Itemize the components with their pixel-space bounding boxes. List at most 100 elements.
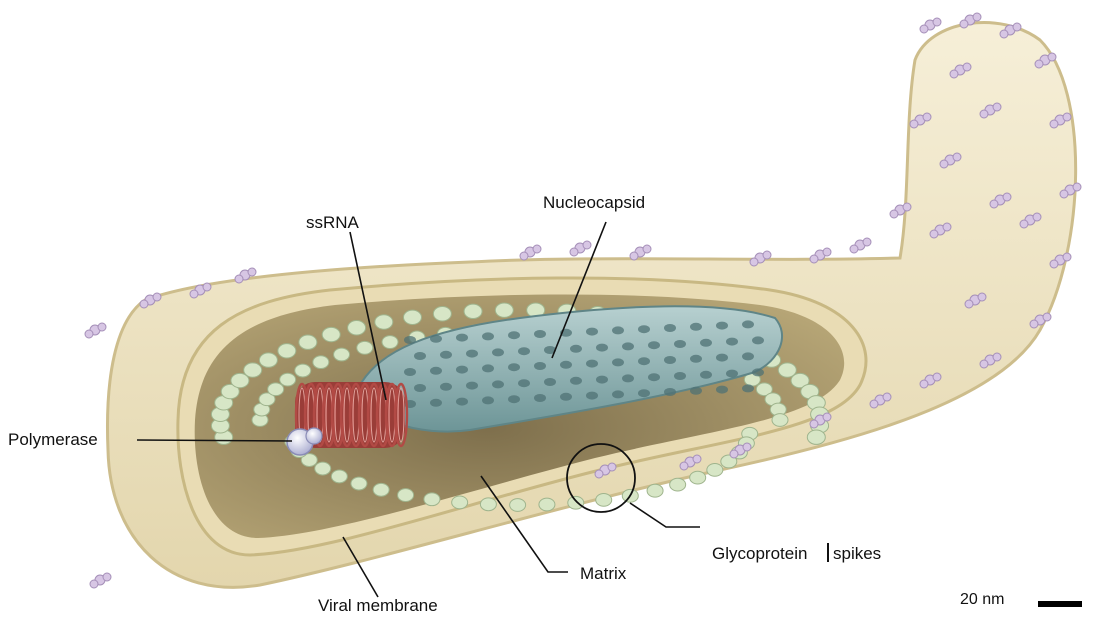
lattice-hole — [430, 367, 442, 375]
lattice-hole — [534, 394, 546, 402]
lattice-hole — [622, 374, 634, 382]
lattice-hole — [570, 345, 582, 353]
lattice-hole — [612, 326, 624, 334]
lattice-hole — [430, 399, 442, 407]
matrix-protein — [539, 498, 555, 511]
lattice-hole — [716, 386, 728, 394]
lattice-hole — [482, 332, 494, 340]
lattice-hole — [440, 351, 452, 359]
lattice-hole — [612, 390, 624, 398]
text-cursor-mark — [827, 543, 829, 562]
matrix-protein — [295, 364, 311, 377]
lattice-hole — [456, 398, 468, 406]
matrix-protein — [670, 478, 686, 491]
lattice-hole — [430, 335, 442, 343]
matrix-protein — [373, 483, 389, 496]
matrix-protein — [268, 383, 284, 396]
lattice-hole — [752, 336, 764, 344]
lattice-hole — [404, 336, 416, 344]
lattice-hole — [726, 338, 738, 346]
matrix-protein — [315, 462, 331, 475]
matrix-protein — [322, 327, 340, 341]
lattice-hole — [466, 382, 478, 390]
glycoprotein-spike — [520, 245, 541, 260]
matrix-protein — [510, 499, 526, 512]
lattice-hole — [622, 342, 634, 350]
matrix-protein — [707, 463, 723, 476]
lattice-hole — [726, 370, 738, 378]
lattice-hole — [466, 350, 478, 358]
matrix-protein — [690, 471, 706, 484]
matrix-protein — [398, 489, 414, 502]
lattice-hole — [544, 378, 556, 386]
matrix-protein — [403, 310, 421, 324]
glycoprotein-label-part2: spikes — [833, 545, 881, 562]
matrix-protein — [259, 353, 277, 367]
lattice-hole — [742, 352, 754, 360]
lattice-hole — [648, 341, 660, 349]
lattice-hole — [518, 379, 530, 387]
glycoprotein-spike — [920, 18, 941, 33]
lattice-hole — [534, 330, 546, 338]
lattice-hole — [612, 358, 624, 366]
matrix-protein — [807, 430, 825, 444]
lattice-hole — [664, 356, 676, 364]
lattice-hole — [508, 395, 520, 403]
lattice-hole — [690, 387, 702, 395]
lattice-hole — [560, 361, 572, 369]
matrix-protein — [299, 335, 317, 349]
lattice-hole — [456, 334, 468, 342]
lattice-hole — [596, 344, 608, 352]
lattice-hole — [508, 363, 520, 371]
lattice-hole — [586, 392, 598, 400]
scale-bar-label: 20 nm — [960, 592, 1004, 608]
nucleocapsid-label: Nucleocapsid — [543, 194, 645, 211]
lattice-hole — [534, 362, 546, 370]
matrix-protein — [375, 315, 393, 329]
matrix-protein — [334, 348, 350, 361]
lattice-hole — [638, 325, 650, 333]
matrix-protein — [495, 303, 513, 317]
matrix-protein — [280, 373, 296, 386]
glycoprotein-spike — [850, 238, 871, 253]
polymerase-label: Polymerase — [8, 431, 98, 448]
matrix-protein — [647, 484, 663, 497]
matrix-protein — [278, 344, 296, 358]
matrix-protein — [351, 477, 367, 490]
matrix-protein — [596, 493, 612, 506]
lattice-hole — [560, 393, 572, 401]
lattice-hole — [440, 383, 452, 391]
lattice-hole — [414, 352, 426, 360]
lattice-hole — [518, 347, 530, 355]
lattice-hole — [586, 328, 598, 336]
lattice-hole — [716, 354, 728, 362]
matrix-protein — [568, 496, 584, 509]
matrix-protein — [313, 356, 329, 369]
lattice-hole — [404, 368, 416, 376]
lattice-hole — [492, 380, 504, 388]
matrix-protein — [424, 493, 440, 506]
matrix-protein — [244, 363, 262, 377]
matrix-protein — [331, 470, 347, 483]
lattice-hole — [690, 323, 702, 331]
lattice-hole — [638, 357, 650, 365]
lattice-hole — [700, 339, 712, 347]
matrix-protein — [452, 496, 468, 509]
viral-membrane-label: Viral membrane — [318, 597, 438, 614]
matrix-protein — [382, 336, 398, 349]
lattice-hole — [414, 384, 426, 392]
matrix-protein — [464, 304, 482, 318]
matrix-protein — [480, 498, 496, 511]
lattice-hole — [492, 348, 504, 356]
lattice-hole — [742, 320, 754, 328]
matrix-label: Matrix — [580, 565, 626, 582]
matrix-protein — [433, 307, 451, 321]
lattice-hole — [596, 376, 608, 384]
lattice-hole — [638, 389, 650, 397]
glycoprotein-spike — [90, 573, 111, 588]
lattice-hole — [690, 355, 702, 363]
lattice-hole — [508, 331, 520, 339]
lattice-hole — [664, 324, 676, 332]
